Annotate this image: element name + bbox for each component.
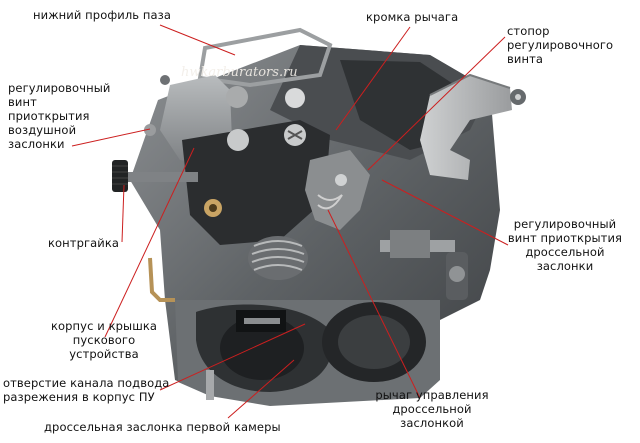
leader-line-starter-body [104, 147, 195, 338]
label-vacuum-channel-hole: отверстие канала подвода разрежения в ко… [3, 376, 170, 404]
leader-line-air-damper [71, 128, 151, 147]
top-gasket-plate [197, 27, 333, 88]
leader-line-throttle-screw [381, 179, 509, 246]
label-throttle-control-lever: рычаг управления дроссельной заслонкой [375, 388, 489, 430]
leader-line-groove [159, 24, 236, 56]
throttle-lever-cam [305, 150, 370, 230]
label-locknut: контргайка [48, 236, 120, 250]
throttle-bracket [420, 73, 526, 180]
starter-device-housing [160, 75, 330, 245]
return-spring [248, 236, 308, 280]
leader-lines [71, 24, 509, 419]
label-throttle-adjusting-screw: регулировочный винт приоткрытия дроссель… [507, 217, 623, 273]
leader-line-screw-stop [367, 36, 506, 171]
label-air-damper-adjusting-screw: регулировочный винт приоткрытия воздушно… [8, 81, 111, 151]
leader-line-vacuum-hole [159, 323, 306, 391]
label-starter-body-and-cover: корпус и крышка пускового устройства [50, 319, 158, 361]
throttle-adjusting-screw [380, 230, 468, 300]
label-lower-groove-profile: нижний профиль паза [33, 8, 172, 22]
leader-line-lever-edge [335, 26, 411, 131]
leader-line-locknut [121, 184, 125, 243]
label-lever-edge: кромка рычага [366, 10, 459, 24]
leader-line-throttle-lever [327, 209, 421, 399]
label-adjusting-screw-stop: стопор регулировочного винта [507, 24, 614, 66]
leader-line-first-chamber [227, 359, 295, 419]
watermark-text: hwkarburators.ru [181, 65, 298, 80]
linkage-rod [148, 257, 214, 400]
label-first-chamber-throttle: дроссельная заслонка первой камеры [44, 420, 281, 434]
air-damper-adjusting-screw [112, 75, 198, 192]
